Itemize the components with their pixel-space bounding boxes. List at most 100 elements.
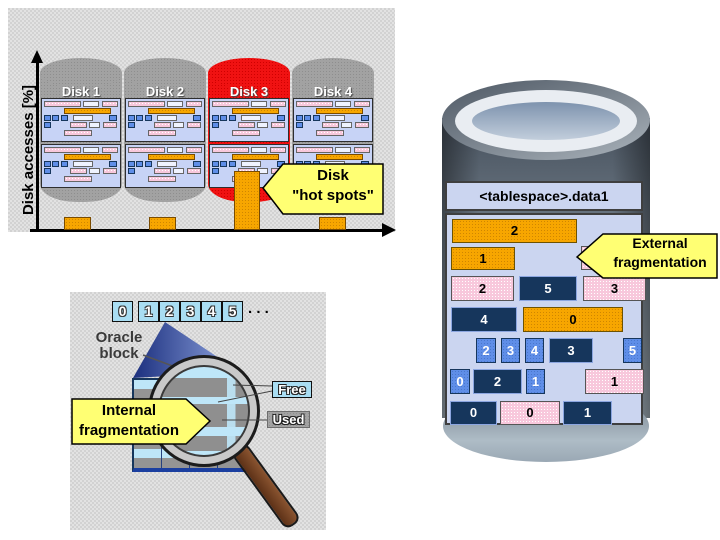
disk-top: [292, 58, 374, 88]
fragment-segment: [154, 122, 172, 129]
fragment-segment: [270, 146, 286, 153]
fragment-segment: [83, 100, 99, 107]
fragment-segment: [312, 114, 320, 121]
extent-block: 1: [526, 369, 545, 394]
extent-block: 2: [473, 369, 522, 394]
fragment-segment: [73, 114, 94, 121]
hot-spots-line2: "hot spots": [292, 187, 374, 204]
fragment-segment: [335, 146, 351, 153]
fragment-segment: [102, 122, 117, 129]
fragment-segment: [127, 122, 135, 129]
internal-line2: fragmentation: [78, 422, 179, 439]
disk-top: [208, 58, 290, 88]
fragment-segment: [354, 100, 370, 107]
y-axis-line: [36, 62, 39, 232]
extent-block: 3: [583, 276, 646, 301]
fragment-segment: [73, 160, 94, 167]
hot-spots-callout-shape: [262, 163, 384, 215]
oracle-label-line1: Oracle: [95, 329, 143, 346]
external-fragmentation-callout: External fragmentation: [603, 234, 717, 272]
disk-label: Disk 3: [229, 84, 269, 99]
fragment-segment: [172, 122, 184, 129]
hot-spots-callout: Disk "hot spots": [283, 166, 383, 206]
fragment-segment: [256, 122, 268, 129]
extent-block: 1: [563, 401, 612, 425]
fragment-segment: [43, 146, 81, 153]
fragment-segment: [52, 160, 60, 167]
fragment-segment: [127, 168, 135, 175]
disk-cylinder: Disk 1: [40, 58, 122, 204]
external-fragmentation-callout-shape: [575, 233, 718, 279]
fragment-segment: [52, 114, 60, 121]
disk-label: Disk 2: [145, 84, 185, 99]
fragment-segment: [147, 107, 195, 114]
fragment-segment: [154, 168, 172, 175]
fragment-segment: [109, 114, 117, 121]
fragment-segment: [231, 153, 279, 160]
fragment-segment: [70, 168, 88, 175]
disk-platter: [41, 144, 121, 188]
internal-line1: Internal: [101, 402, 157, 419]
fragment-segment: [186, 168, 201, 175]
fragment-segment: [43, 122, 51, 129]
fragment-segment: [60, 114, 68, 121]
fragment-segment: [228, 114, 236, 121]
fragment-segment: [231, 107, 279, 114]
fragment-segment: [63, 153, 111, 160]
fragment-segment: [238, 122, 256, 129]
fragment-segment: [193, 114, 201, 121]
fragment-segment: [295, 114, 303, 121]
fragment-segment: [211, 122, 219, 129]
extent-block: 0: [500, 401, 560, 425]
hot-spots-line1: Disk: [317, 167, 349, 184]
y-axis-arrow-icon: [31, 50, 43, 63]
fragment-segment: [43, 168, 51, 175]
fragment-segment: [315, 107, 363, 114]
fragment-segment: [88, 168, 100, 175]
fragment-segment: [102, 100, 118, 107]
fragment-segment: [231, 130, 260, 137]
fragment-segment: [277, 114, 285, 121]
disk-platter: [125, 98, 205, 142]
extent-block: 2: [451, 276, 514, 301]
fragment-segment: [43, 160, 51, 167]
fragment-segment: [127, 146, 165, 153]
fragment-segment: [211, 160, 219, 167]
fragment-segment: [102, 168, 117, 175]
x-axis-arrow-icon: [382, 223, 396, 237]
internal-fragmentation-callout: Internal fragmentation: [72, 401, 186, 441]
fragment-segment: [354, 146, 370, 153]
fragment-segment: [63, 107, 111, 114]
oracle-label-line2: block: [99, 345, 139, 362]
external-line2: fragmentation: [613, 254, 707, 270]
tablespace-cylinder-top: [442, 80, 650, 160]
extent-block: 3: [549, 338, 593, 363]
fragment-segment: [340, 122, 352, 129]
fragment-segment: [157, 160, 178, 167]
fragment-segment: [211, 168, 219, 175]
fragment-segment: [102, 146, 118, 153]
extent-block: 5: [623, 338, 642, 363]
fragment-segment: [144, 114, 152, 121]
fragment-segment: [147, 176, 176, 183]
extent-block: 1: [451, 247, 515, 270]
fragment-segment: [193, 160, 201, 167]
fragment-segment: [295, 146, 333, 153]
fragment-segment: [211, 114, 219, 121]
extent-block: 4: [525, 338, 544, 363]
fragment-segment: [109, 160, 117, 167]
fragment-segment: [241, 114, 262, 121]
fragment-segment: [270, 122, 285, 129]
fragment-segment: [211, 100, 249, 107]
extent-block: 4: [451, 307, 517, 332]
fragment-segment: [361, 114, 369, 121]
fragment-segment: [186, 100, 202, 107]
fragment-segment: [186, 122, 201, 129]
fragment-segment: [127, 100, 165, 107]
disk-platter: [41, 98, 121, 142]
fragment-segment: [335, 100, 351, 107]
